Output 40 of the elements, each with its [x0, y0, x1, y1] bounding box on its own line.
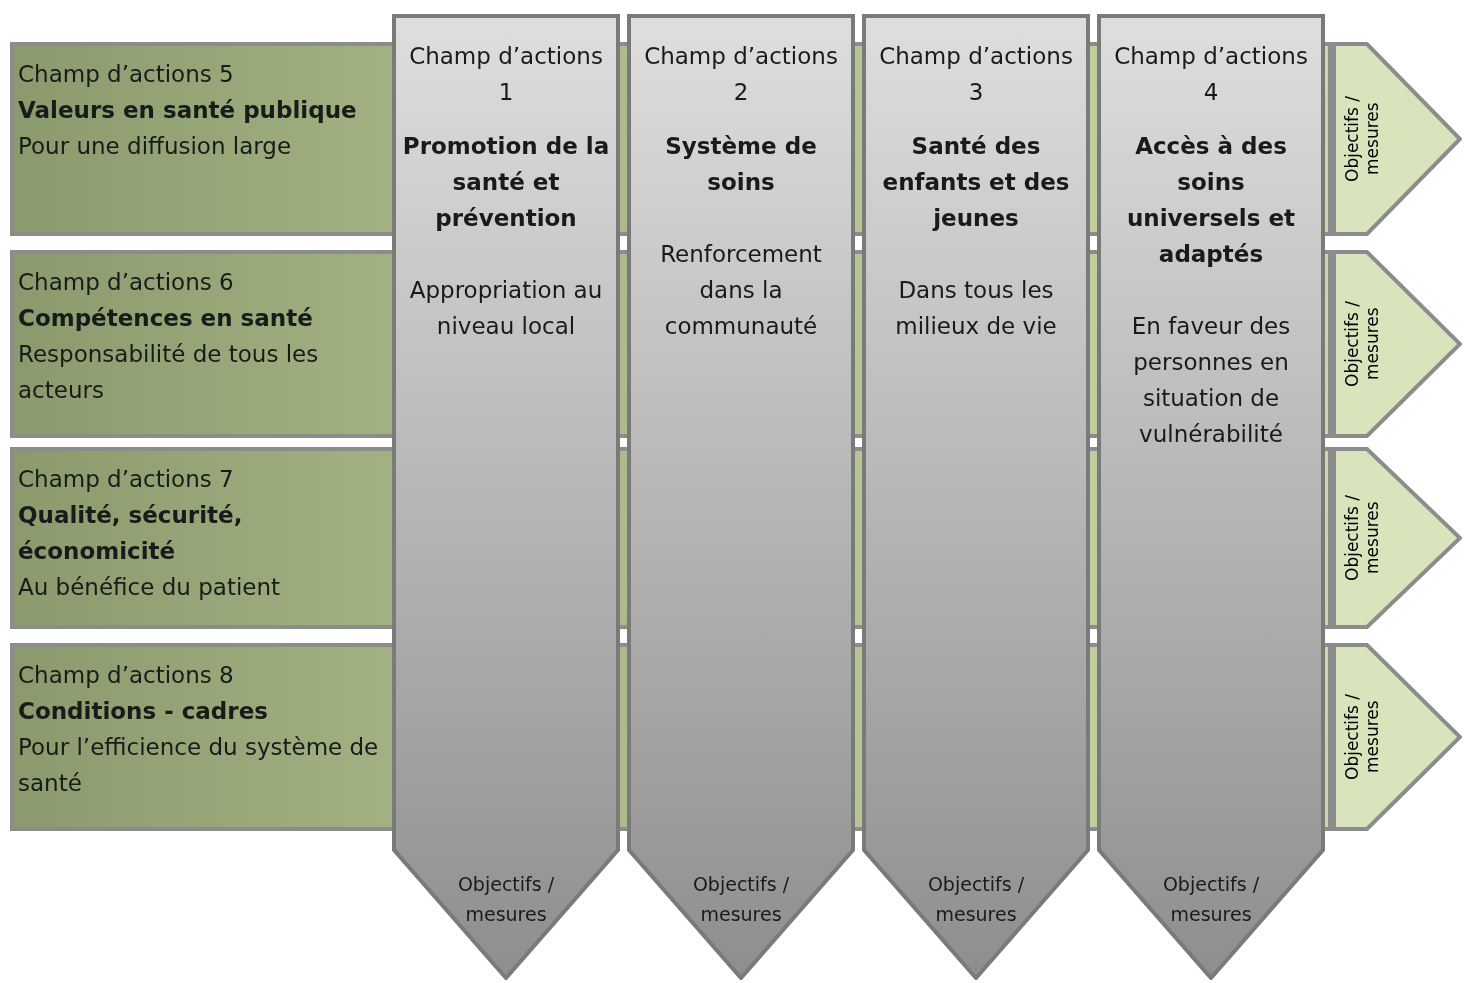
side-label: Objectifs / mesures: [1342, 299, 1383, 390]
subtitle: Responsabilité de tous les acteurs: [18, 340, 320, 405]
footer-label: Objectifs / mesures: [691, 872, 791, 927]
side-label: Objectifs / mesures: [1342, 94, 1383, 185]
subtitle: Dans tous les milieux de vie: [894, 276, 1058, 341]
heading: Champ d’actions 6: [18, 268, 235, 297]
side-label: Objectifs / mesures: [1342, 692, 1383, 783]
subtitle: Au bénéfice du patient: [18, 573, 282, 602]
subtitle: Pour l’efficience du système de santé: [18, 733, 380, 798]
subtitle: En faveur des personnes en situation de vulnérabilité: [1130, 312, 1292, 449]
heading: Champ d’actions 3: [878, 42, 1074, 107]
footer-label: Objectifs / mesures: [1161, 872, 1261, 927]
column-arrow: [392, 14, 620, 980]
heading: Champ d’actions 1: [408, 42, 604, 107]
title: Valeurs en santé publique: [18, 96, 358, 125]
title: Promotion de la santé et prévention: [402, 132, 610, 233]
chevron-arrow: [1332, 250, 1462, 438]
footer-label: Objectifs / mesures: [456, 872, 556, 927]
subtitle: Pour une diffusion large: [18, 132, 293, 161]
chevron-arrow: [1332, 447, 1462, 629]
title: Qualité, sécurité, économicité: [18, 501, 244, 566]
subtitle: Appropriation au niveau local: [408, 276, 604, 341]
footer-label: Objectifs / mesures: [926, 872, 1026, 927]
title: Compétences en santé: [18, 304, 314, 333]
heading: Champ d’actions 2: [643, 42, 839, 107]
column-arrow: [627, 14, 855, 980]
heading: Champ d’actions 5: [18, 60, 235, 89]
column-arrow: [1097, 14, 1325, 980]
heading: Champ d’actions 8: [18, 661, 235, 690]
chevron-arrow: [1332, 643, 1462, 831]
heading: Champ d’actions 4: [1113, 42, 1309, 107]
title: Conditions - cadres: [18, 697, 269, 726]
chevron-arrow: [1332, 42, 1462, 236]
title: Système de soins: [664, 132, 818, 197]
heading: Champ d’actions 7: [18, 465, 235, 494]
title: Accès à des soins universels et adaptés: [1126, 132, 1296, 269]
column-arrow: [862, 14, 1090, 980]
side-label: Objectifs / mesures: [1342, 493, 1383, 584]
subtitle: Renforcement dans la communauté: [659, 240, 823, 341]
title: Santé des enfants et des jeunes: [881, 132, 1071, 233]
